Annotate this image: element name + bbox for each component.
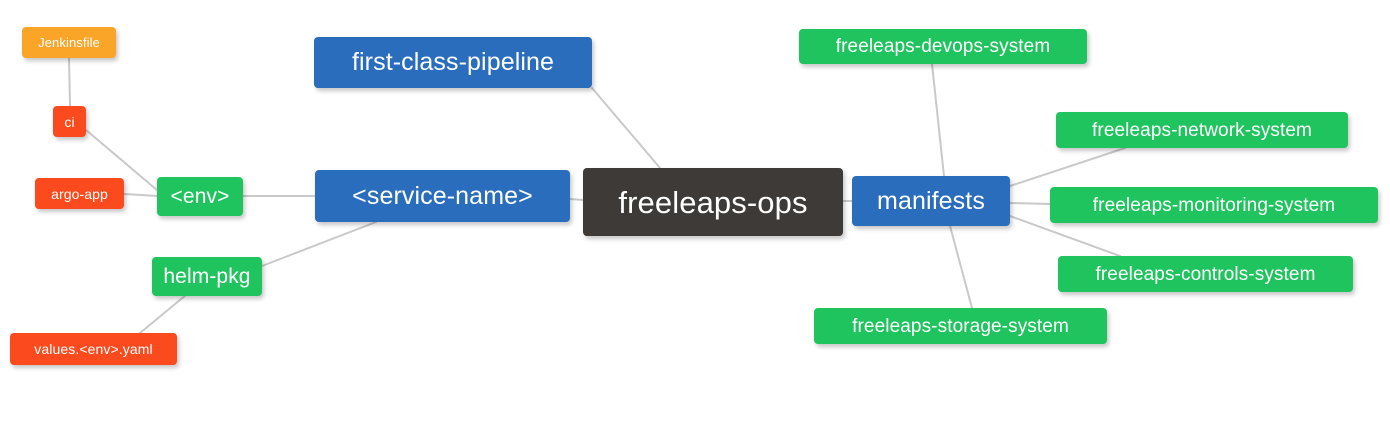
node-freeleaps-network-system[interactable]: freeleaps-network-system	[1056, 112, 1348, 148]
edge-manifests-to-freeleaps-monitoring-system	[1009, 202, 1051, 205]
node-jenkinsfile[interactable]: Jenkinsfile	[22, 27, 116, 58]
edge-manifests-to-freeleaps-devops-system	[931, 63, 945, 177]
edge-manifests-to-freeleaps-storage-system	[949, 225, 973, 309]
edge-jenkinsfile-to-ci	[68, 57, 71, 107]
node-ci[interactable]: ci	[53, 106, 86, 137]
node-manifests[interactable]: manifests	[852, 176, 1010, 226]
edge-argo-app-to-env	[123, 193, 158, 197]
node-helm-pkg[interactable]: helm-pkg	[152, 257, 262, 296]
node-argo-app[interactable]: argo-app	[35, 178, 124, 209]
node-env[interactable]: <env>	[157, 177, 243, 216]
node-values-env-yaml[interactable]: values.<env>.yaml	[10, 333, 177, 365]
edge-helm-pkg-to-service-name	[261, 221, 377, 267]
node-freeleaps-devops-system[interactable]: freeleaps-devops-system	[799, 29, 1087, 64]
node-freeleaps-monitoring-system[interactable]: freeleaps-monitoring-system	[1050, 187, 1378, 223]
node-service-name[interactable]: <service-name>	[315, 170, 570, 222]
edge-first-class-pipeline-to-freeleaps-ops	[591, 87, 661, 169]
edge-manifests-to-freeleaps-network-system	[1009, 147, 1126, 187]
node-first-class-pipeline[interactable]: first-class-pipeline	[314, 37, 592, 88]
node-freeleaps-ops[interactable]: freeleaps-ops	[583, 168, 843, 236]
edge-values-env-yaml-to-helm-pkg	[139, 294, 187, 334]
node-freeleaps-controls-system[interactable]: freeleaps-controls-system	[1058, 256, 1353, 292]
edge-service-name-to-freeleaps-ops	[569, 198, 584, 201]
node-freeleaps-storage-system[interactable]: freeleaps-storage-system	[814, 308, 1107, 344]
